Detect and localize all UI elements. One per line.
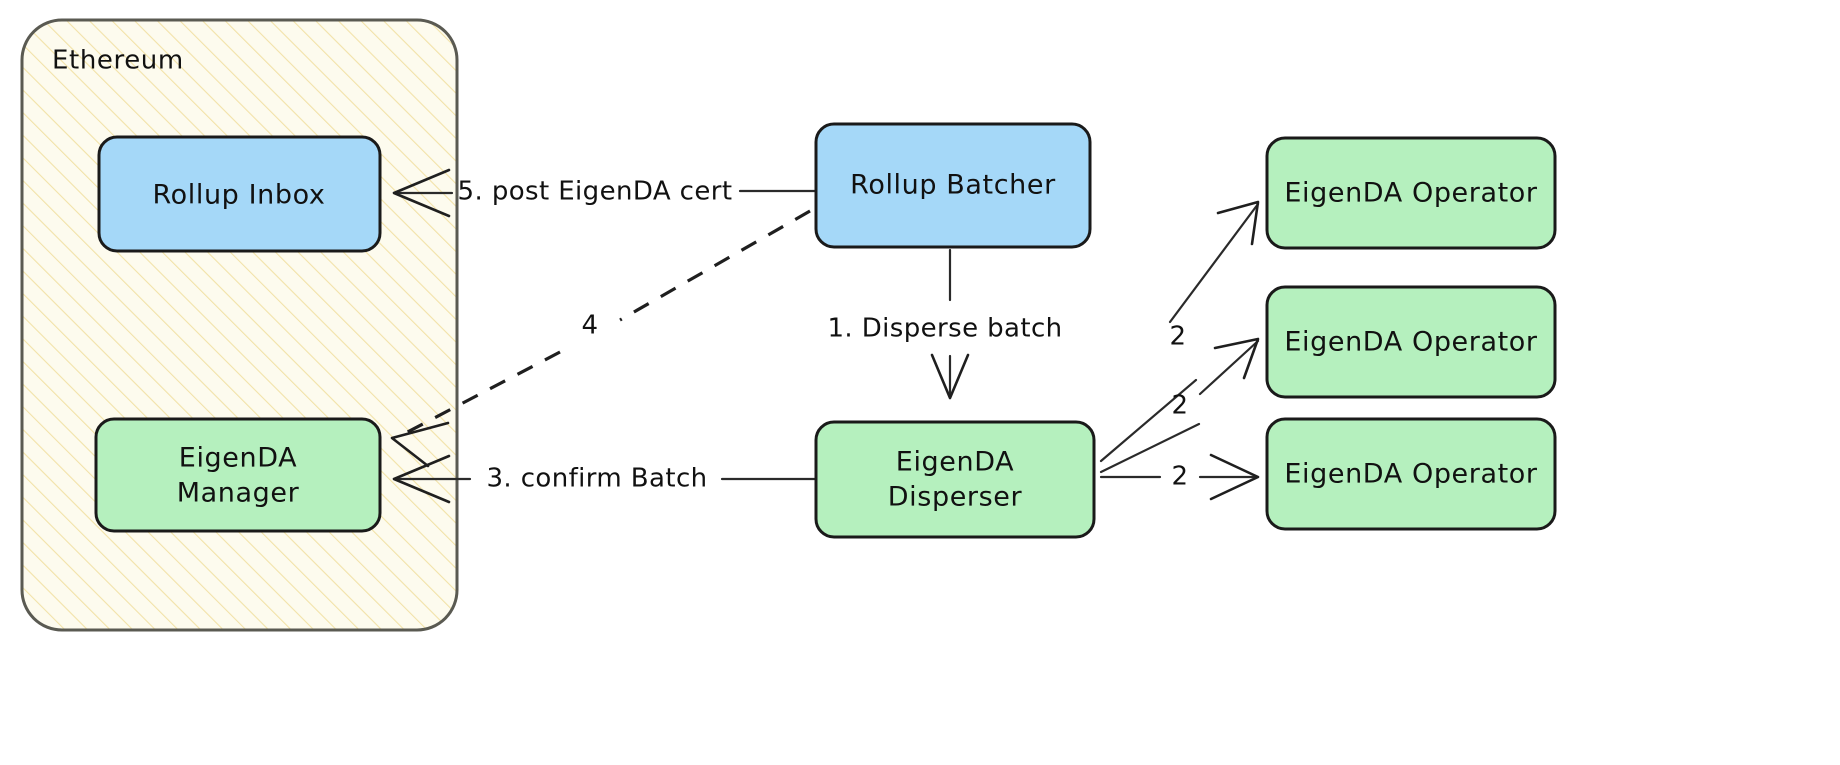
edge-post-eigenda-cert: 5. post EigenDA cert — [392, 168, 818, 218]
node-rollup-inbox[interactable]: Rollup Inbox — [97, 135, 382, 253]
node-eigenda-operator-3[interactable]: EigenDA Operator — [1265, 417, 1557, 531]
node-eigenda-disperser-box[interactable] — [814, 420, 1096, 539]
node-rollup-inbox-box[interactable] — [97, 135, 382, 253]
group-ethereum: Ethereum — [20, 18, 459, 632]
node-eigenda-operator-1-label: EigenDA Operator — [1284, 178, 1538, 209]
node-rollup-inbox-label: Rollup Inbox — [153, 180, 326, 211]
node-eigenda-manager-box[interactable] — [94, 417, 382, 533]
node-rollup-batcher-label: Rollup Batcher — [850, 170, 1056, 201]
edge-confirm-batch-label: 3. confirm Batch — [486, 464, 707, 494]
node-rollup-batcher[interactable]: Rollup Batcher — [814, 122, 1092, 249]
edge-confirm-batch: 3. confirm Batch — [392, 454, 818, 504]
node-eigenda-manager-label-line2: Manager — [177, 478, 300, 509]
edge-operator-2: 2 — [1099, 337, 1260, 474]
node-eigenda-disperser[interactable]: EigenDA Disperser — [814, 420, 1096, 539]
edge-operator-1-label: 2 — [1170, 322, 1187, 352]
node-eigenda-operator-3-label: EigenDA Operator — [1284, 459, 1538, 490]
node-eigenda-operator-2-label: EigenDA Operator — [1284, 327, 1538, 358]
node-eigenda-manager[interactable]: EigenDA Manager — [94, 417, 382, 533]
edge-four-label: 4 — [582, 311, 599, 341]
edge-operator-2-label: 2 — [1172, 391, 1189, 421]
node-eigenda-disperser-label-line2: Disperser — [888, 482, 1023, 513]
edge-four: 4 — [390, 209, 811, 468]
node-eigenda-disperser-label-line1: EigenDA — [896, 447, 1014, 478]
node-eigenda-operator-1[interactable]: EigenDA Operator — [1265, 136, 1557, 250]
edge-disperse-batch: 1. Disperse batch — [827, 248, 1062, 400]
node-eigenda-operator-1-box[interactable] — [1265, 136, 1557, 250]
node-eigenda-manager-label-line1: EigenDA — [179, 443, 297, 474]
node-rollup-batcher-box[interactable] — [814, 122, 1092, 249]
node-eigenda-operator-2-box[interactable] — [1265, 285, 1557, 399]
edge-post-eigenda-cert-label: 5. post EigenDA cert — [458, 177, 733, 207]
edge-operator-3: 2 — [1099, 453, 1260, 501]
edge-disperse-batch-label: 1. Disperse batch — [827, 314, 1062, 344]
group-ethereum-box — [20, 18, 459, 632]
edge-operator-3-label: 2 — [1172, 462, 1189, 492]
group-ethereum-label: Ethereum — [52, 46, 184, 76]
edge-operator-1: 2 — [1099, 200, 1260, 463]
node-eigenda-operator-3-box[interactable] — [1265, 417, 1557, 531]
node-eigenda-operator-2[interactable]: EigenDA Operator — [1265, 285, 1557, 399]
